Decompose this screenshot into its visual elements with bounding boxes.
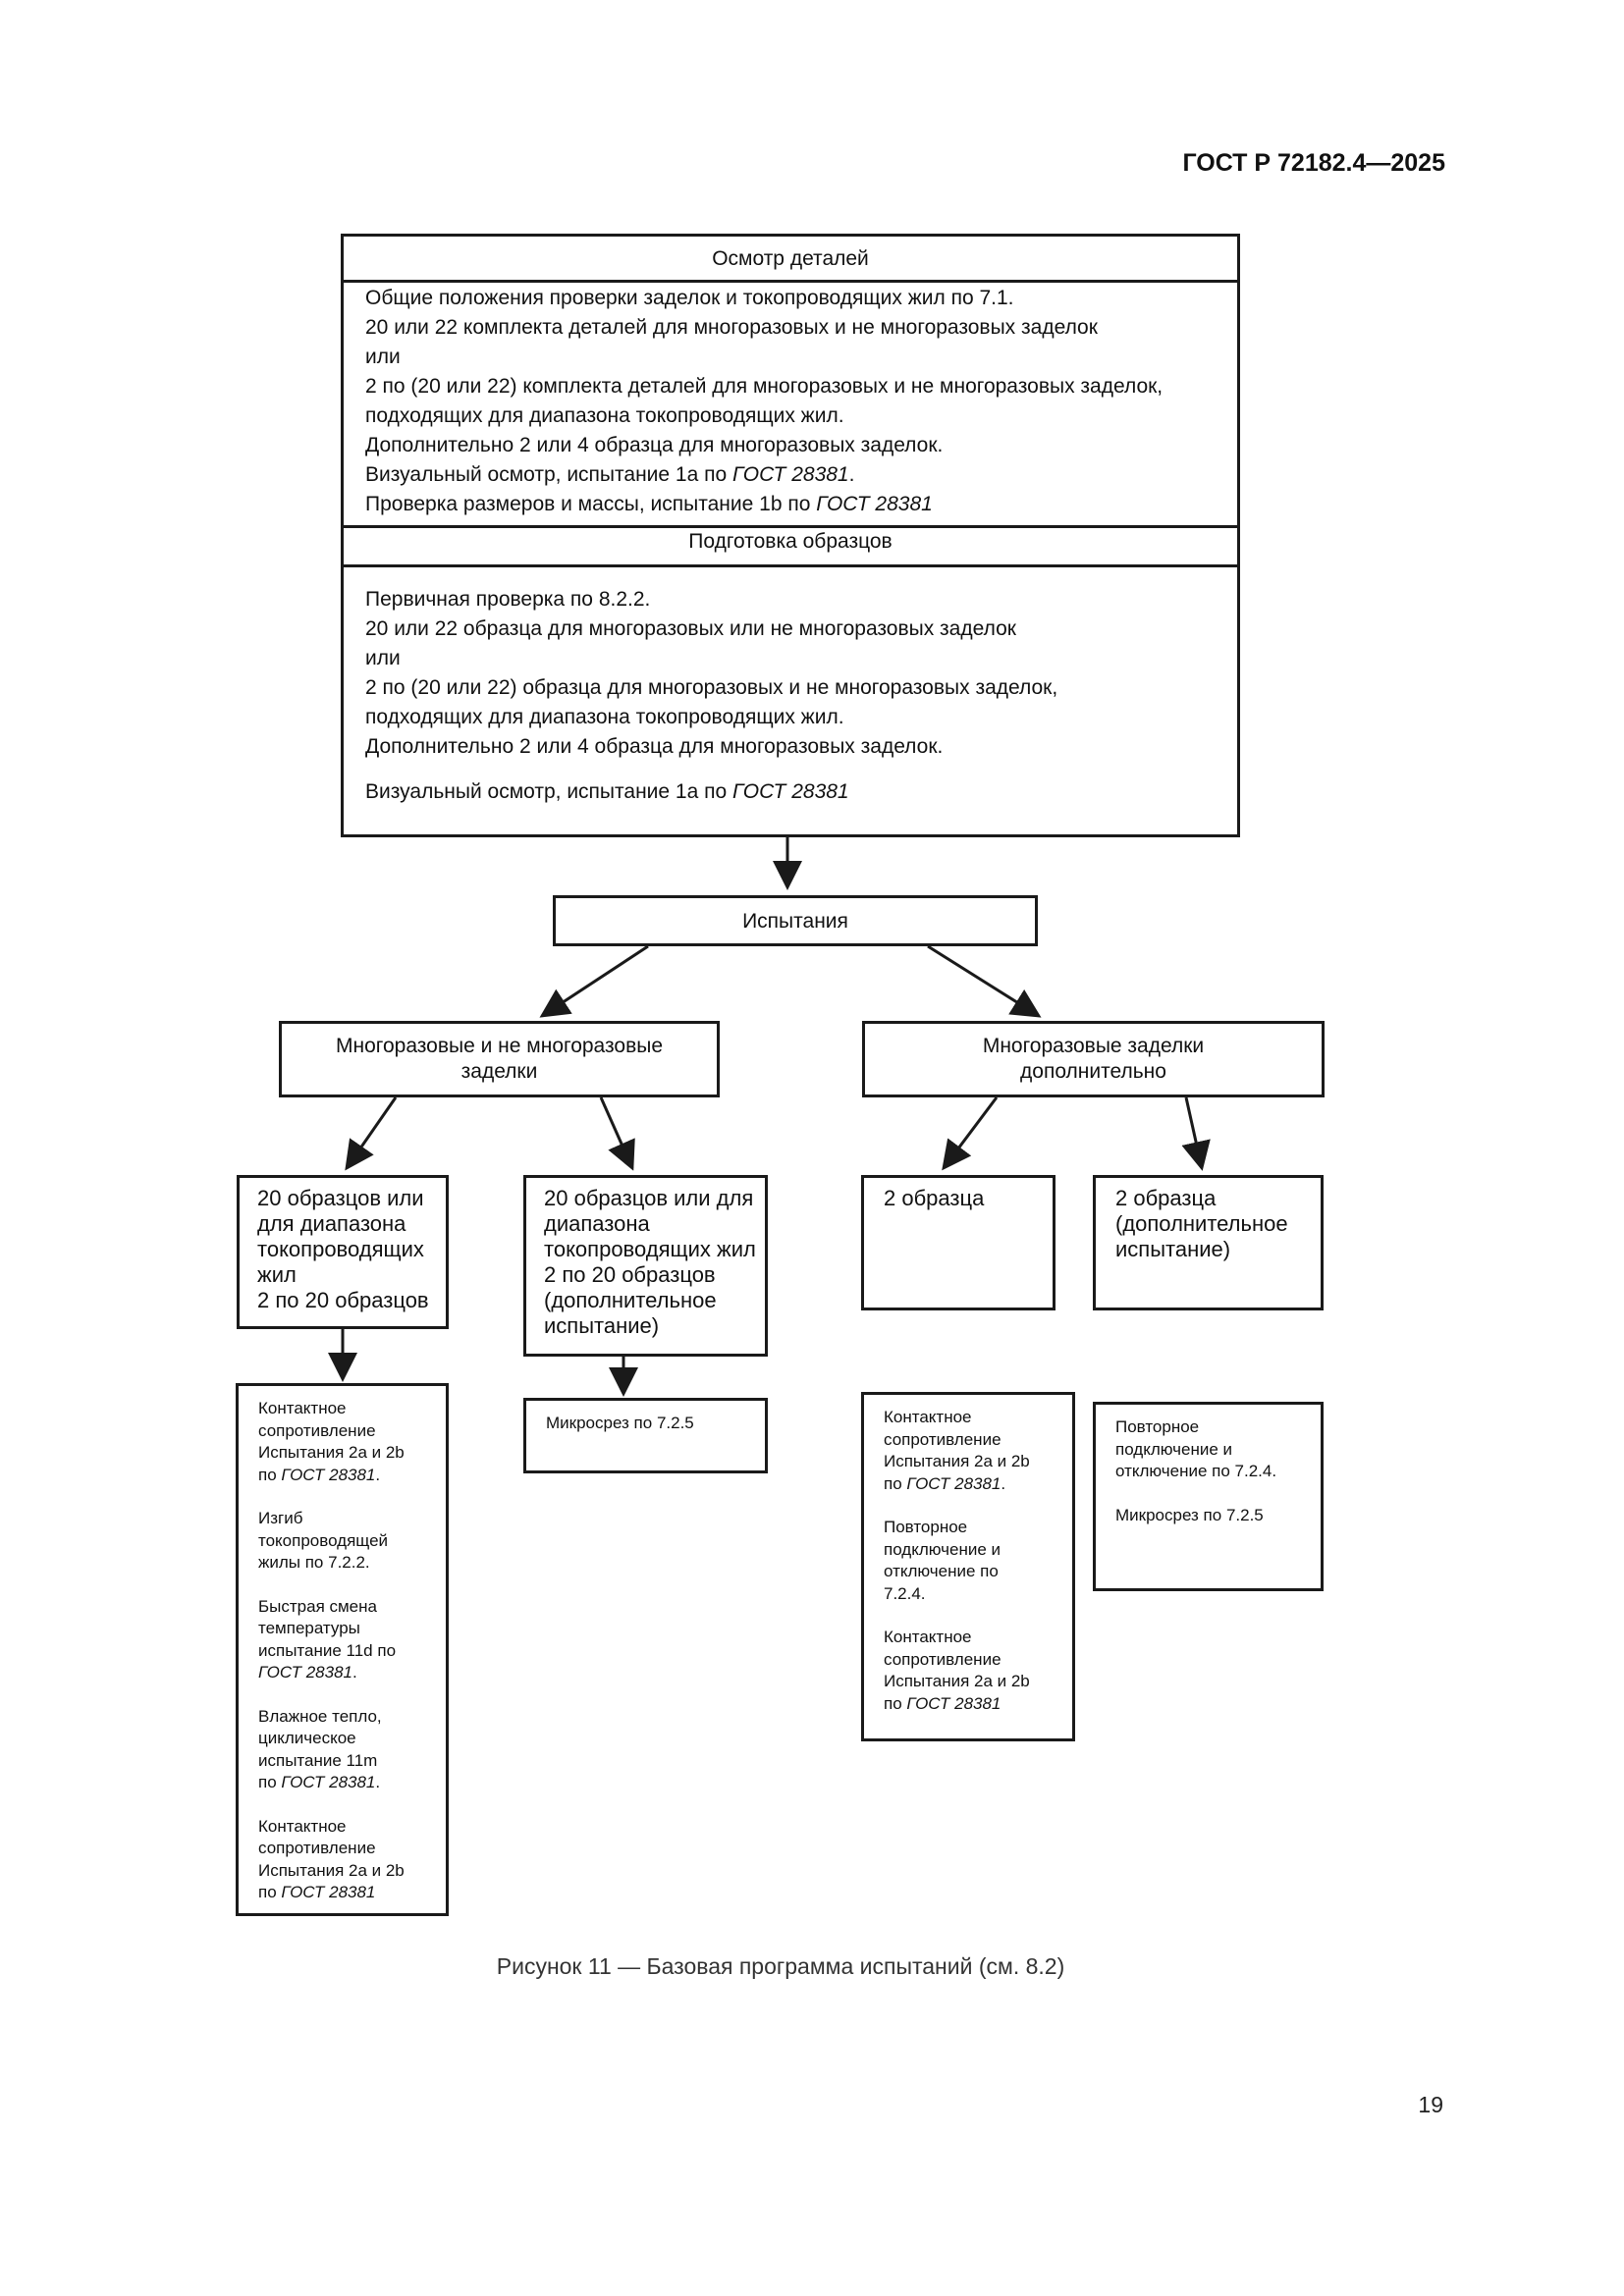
standard-ref: ГОСТ 28381 <box>906 1693 1001 1713</box>
procedure-item: Контактное сопротивление Испытания 2а и … <box>258 1399 405 1484</box>
samples-c-box: 2 образца <box>861 1175 1056 1310</box>
standard-ref: ГОСТ 28381 <box>732 463 849 486</box>
preparation-line: Дополнительно 2 или 4 образца для многор… <box>365 735 944 758</box>
preparation-text: Первичная проверка по 8.2.2. 20 или 22 о… <box>365 585 1057 807</box>
procedure-item: Влажное тепло, циклическое испытание 11m… <box>258 1706 382 1792</box>
procedure-item: Микросрез по 7.2.5 <box>1115 1505 1264 1524</box>
procedures-c-text: Контактное сопротивление Испытания 2а и … <box>884 1407 1030 1715</box>
standard-ref: ГОСТ 28381 <box>281 1465 376 1484</box>
samples-b-box: 20 образцов или для диапазона токопровод… <box>523 1175 768 1357</box>
arrow-right-c <box>942 1096 999 1171</box>
tests-box: Испытания <box>553 895 1038 946</box>
procedure-item: Изгиб токопроводящей жилы по 7.2.2. <box>258 1509 389 1572</box>
figure-caption: Рисунок 11 — Базовая программа испытаний… <box>496 1953 1065 1979</box>
branch-right-text: Многоразовые заделки дополнительно <box>982 1035 1205 1083</box>
preparation-line: 20 или 22 образца для многоразовых или н… <box>365 617 1016 640</box>
standard-ref: ГОСТ 28381 <box>258 1663 352 1682</box>
procedures-d-box: Повторное подключение и отключение по 7.… <box>1093 1402 1324 1591</box>
branch-left-text: Многоразовые и не многоразовые заделки <box>336 1035 663 1083</box>
inspection-line: 20 или 22 комплекта деталей для многораз… <box>365 316 1098 339</box>
preparation-line: Первичная проверка по 8.2.2. <box>365 588 651 611</box>
document-code: ГОСТ Р 72182.4—2025 <box>1182 149 1445 177</box>
procedure-item: Быстрая смена температуры испытание 11d … <box>258 1596 397 1682</box>
preparation-title: Подготовка образцов <box>688 530 893 553</box>
inspection-line: Дополнительно 2 или 4 образца для многор… <box>365 434 944 456</box>
standard-ref: ГОСТ 28381 <box>816 493 933 515</box>
samples-b-text: 20 образцов или для диапазона токопровод… <box>544 1186 756 1338</box>
standard-ref: ГОСТ 28381 <box>906 1473 1001 1493</box>
procedures-a-box: Контактное сопротивление Испытания 2а и … <box>236 1383 449 1916</box>
samples-a-box: 20 образцов или для диапазона токопровод… <box>237 1175 449 1329</box>
preparation-line: подходящих для диапазона токопроводящих … <box>365 706 844 728</box>
procedure-item: Контактное сопротивление Испытания 2а и … <box>884 1628 1030 1713</box>
samples-a-text: 20 образцов или для диапазона токопровод… <box>257 1186 429 1312</box>
procedure-item: Контактное сопротивление Испытания 2а и … <box>884 1408 1030 1493</box>
inspection-preparation-box: Осмотр деталей Общие положения проверки … <box>341 234 1240 837</box>
procedures-d-text: Повторное подключение и отключение по 7.… <box>1115 1416 1276 1526</box>
inspection-text: Общие положения проверки заделок и токоп… <box>365 284 1163 519</box>
standard-ref: ГОСТ 28381 <box>732 780 849 803</box>
arrow-right-d <box>1181 1096 1211 1171</box>
tests-title: Испытания <box>742 910 848 933</box>
branch-left-box: Многоразовые и не многоразовые заделки <box>279 1021 720 1097</box>
samples-c-text: 2 образца <box>884 1186 985 1210</box>
inspection-line: подходящих для диапазона токопроводящих … <box>365 404 844 427</box>
arrow-left-b <box>599 1096 635 1171</box>
inspection-title-divider <box>344 280 1237 283</box>
inspection-visual-line: Визуальный осмотр, испытание 1а по ГОСТ … <box>365 463 855 486</box>
branch-right-box: Многоразовые заделки дополнительно <box>862 1021 1325 1097</box>
procedure-item: Повторное подключение и отключение по 7.… <box>884 1518 1001 1603</box>
preparation-title-divider <box>344 564 1237 567</box>
procedure-item: Повторное подключение и отключение по 7.… <box>1115 1417 1277 1480</box>
page-number: 19 <box>1418 2092 1443 2117</box>
standard-ref: ГОСТ 28381 <box>281 1883 376 1901</box>
procedures-a-text: Контактное сопротивление Испытания 2а и … <box>258 1398 405 1904</box>
samples-d-box: 2 образца (дополнительное испытание) <box>1093 1175 1324 1310</box>
preparation-title-divider-top <box>344 525 1237 528</box>
samples-d-text: 2 образца (дополнительное испытание) <box>1115 1186 1288 1261</box>
standard-ref: ГОСТ 28381 <box>281 1773 376 1791</box>
preparation-visual-line: Визуальный осмотр, испытание 1а по ГОСТ … <box>365 780 849 803</box>
arrow-tests-left <box>539 944 649 1018</box>
procedures-b-text: Микросрез по 7.2.5 <box>546 1414 694 1432</box>
inspection-line: 2 по (20 или 22) комплекта деталей для м… <box>365 375 1164 398</box>
preparation-line: или <box>365 647 401 669</box>
procedures-b-box: Микросрез по 7.2.5 <box>523 1398 768 1473</box>
inspection-line: Общие положения проверки заделок и токоп… <box>365 287 1014 309</box>
inspection-title: Осмотр деталей <box>712 247 869 270</box>
arrow-left-a <box>345 1096 398 1171</box>
inspection-line: или <box>365 346 401 368</box>
procedure-item: Контактное сопротивление Испытания 2а и … <box>258 1816 405 1902</box>
procedures-c-box: Контактное сопротивление Испытания 2а и … <box>861 1392 1075 1741</box>
inspection-dimensions-line: Проверка размеров и массы, испытание 1b … <box>365 493 933 515</box>
preparation-line: 2 по (20 или 22) образца для многоразовы… <box>365 676 1058 699</box>
arrow-tests-right <box>927 944 1042 1018</box>
